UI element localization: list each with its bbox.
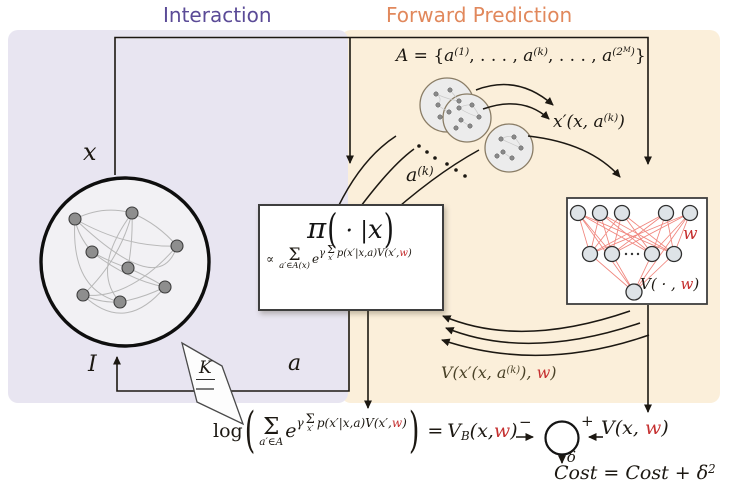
value-feedback-arcs (441, 310, 650, 357)
predicted-state-circles (419, 77, 534, 173)
title-interaction: Interaction (163, 3, 272, 27)
sampled-action-label: a(k) (406, 163, 434, 186)
value-network-box (566, 197, 708, 305)
next-state-arcs (475, 83, 621, 178)
ellipsis-dots (417, 144, 467, 178)
action-a-label: a (288, 351, 302, 376)
action-set-formula: A = {a(1), . . . , a(k), . . . , a(2M)} (396, 45, 646, 66)
hidden-layer-ellipsis (624, 252, 640, 256)
value-net-label: V( · , w) (640, 275, 700, 293)
state-x-label: x (83, 138, 97, 166)
td-error-comparator (516, 420, 603, 465)
title-forward-prediction: Forward Prediction (386, 3, 573, 27)
current-value-label: V(x, w) (601, 417, 669, 439)
k-operator-flag (180, 341, 245, 426)
minus-sign: − (519, 413, 532, 431)
k-operator-label: K (196, 358, 215, 380)
cost-update-formula: Cost = Cost + δ2 (554, 461, 716, 484)
environment-state-graph (39, 176, 211, 348)
plus-sign: + (581, 412, 594, 430)
action-return-lines (113, 306, 372, 410)
td-error-delta-label: δ (567, 448, 577, 466)
interaction-I-label: I (88, 352, 97, 377)
state-connector-lines (114, 36, 652, 175)
network-weights-label: w (683, 224, 698, 244)
policy-title: π( · |x) (307, 206, 394, 254)
exp-2M: (2M) (612, 45, 635, 59)
next-state-label: x′(x, a(k)) (553, 112, 625, 132)
feedback-value-label: V(x′(x, a(k)), w) (441, 363, 557, 382)
